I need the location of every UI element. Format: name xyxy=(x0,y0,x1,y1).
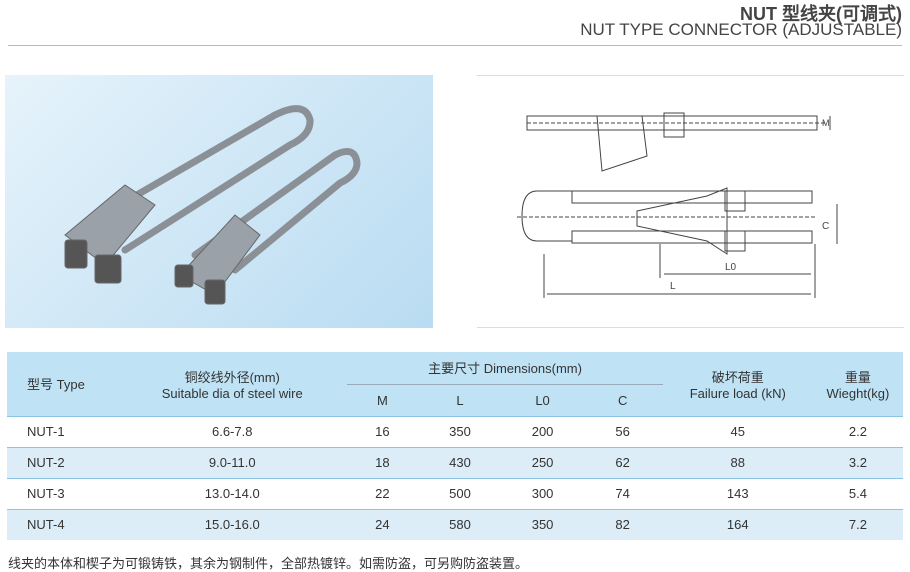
cell-l0: 200 xyxy=(502,415,583,447)
divider xyxy=(8,45,902,46)
cell-l0: 350 xyxy=(502,508,583,540)
label-l: L xyxy=(670,281,676,292)
label-m: M xyxy=(822,118,830,128)
title-cn: NUT 型线夹(可调式) xyxy=(740,4,902,24)
header-weight-cn: 重量 xyxy=(844,369,871,385)
cell-m: 24 xyxy=(347,508,418,540)
header-wire-en: Suitable dia of steel wire xyxy=(161,385,303,401)
cell-c: 62 xyxy=(582,446,663,478)
cell-c: 56 xyxy=(582,415,663,447)
header-l0: L0 xyxy=(502,384,583,416)
cell-wire: 13.0-14.0 xyxy=(117,477,348,509)
header-load-en: Failure load (kN) xyxy=(689,385,786,401)
footnote: 线夹的本体和楔子为可锻铸铁，其余为钢制件，全部热镀锌。如需防盗，可另购防盗装置。 xyxy=(8,556,529,571)
cell-type: NUT-3 xyxy=(7,477,118,509)
cell-weight: 2.2 xyxy=(812,415,903,447)
cell-l: 430 xyxy=(417,446,503,478)
title-en: NUT TYPE CONNECTOR (ADJUSTABLE) xyxy=(580,20,902,39)
header-dims: 主要尺寸 Dimensions(mm) xyxy=(347,352,663,385)
label-c: C xyxy=(822,221,829,232)
header-m: M xyxy=(347,384,418,416)
header-wire-cn: 铜绞线外径(mm) xyxy=(184,369,280,385)
cell-weight: 7.2 xyxy=(812,508,903,540)
product-photo xyxy=(5,75,433,328)
cell-load: 143 xyxy=(662,477,813,509)
cell-l0: 250 xyxy=(502,446,583,478)
cell-wire: 6.6-7.8 xyxy=(117,415,348,447)
cell-weight: 5.4 xyxy=(812,477,903,509)
cell-c: 82 xyxy=(582,508,663,540)
cell-m: 22 xyxy=(347,477,418,509)
cell-l: 350 xyxy=(417,415,503,447)
technical-drawing-icon: M C L0 L xyxy=(517,112,838,298)
cell-load: 45 xyxy=(662,415,813,447)
header-weight-en: Wieght(kg) xyxy=(826,385,890,401)
label-l0: L0 xyxy=(725,262,737,273)
connector-photo-icon xyxy=(64,105,361,305)
cell-wire: 15.0-16.0 xyxy=(117,508,348,540)
cell-m: 18 xyxy=(347,446,418,478)
header-l: L xyxy=(417,384,503,416)
dimension-drawing: M C L0 L xyxy=(477,75,904,328)
cell-m: 16 xyxy=(347,415,418,447)
cell-l: 500 xyxy=(417,477,503,509)
cell-type: NUT-4 xyxy=(7,508,118,540)
cell-wire: 9.0-11.0 xyxy=(117,446,348,478)
header-wire: 铜绞线外径(mm)Suitable dia of steel wire xyxy=(117,352,348,416)
header-c: C xyxy=(582,384,663,416)
header-load-cn: 破坏荷重 xyxy=(711,369,764,385)
cell-l: 580 xyxy=(417,508,503,540)
cell-weight: 3.2 xyxy=(812,446,903,478)
cell-type: NUT-2 xyxy=(7,446,118,478)
cell-l0: 300 xyxy=(502,477,583,509)
spec-table: 型号 Type 铜绞线外径(mm)Suitable dia of steel w… xyxy=(7,352,903,540)
cell-load: 88 xyxy=(662,446,813,478)
cell-load: 164 xyxy=(662,508,813,540)
cell-type: NUT-1 xyxy=(7,415,118,447)
header-type: 型号 Type xyxy=(7,352,118,416)
cell-c: 74 xyxy=(582,477,663,509)
